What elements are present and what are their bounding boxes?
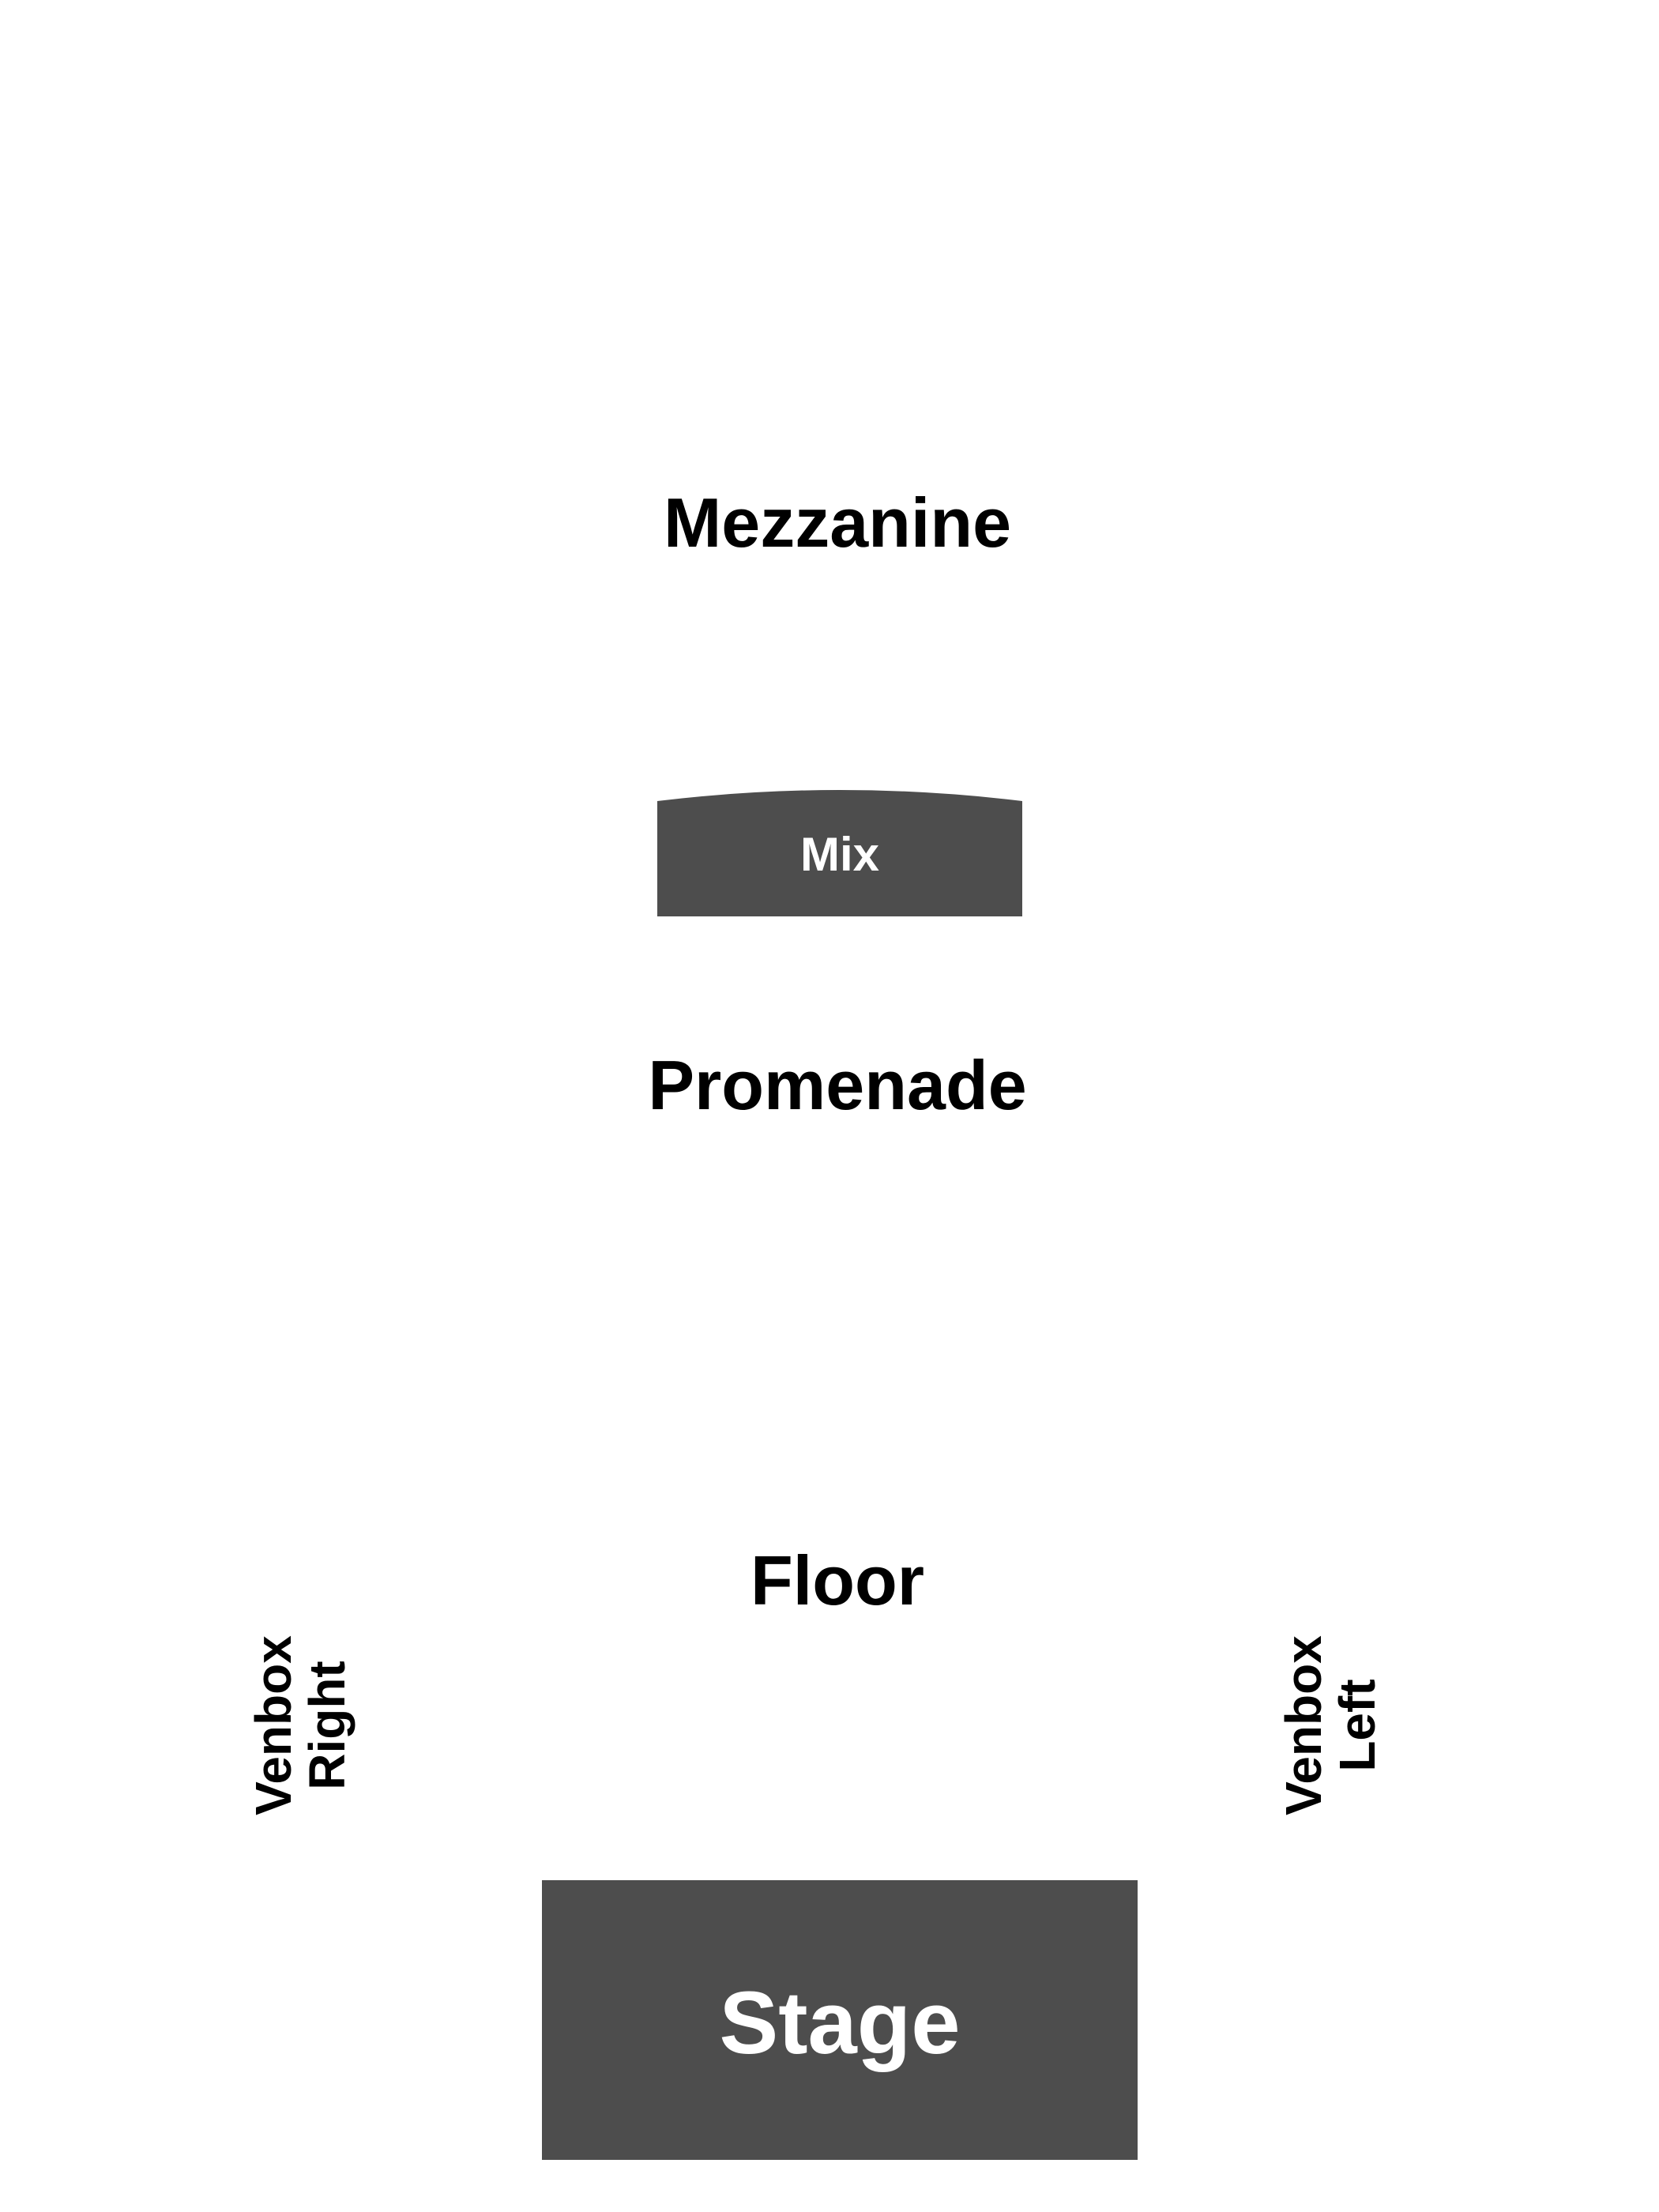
mix-booth: Mix: [657, 790, 1022, 916]
section-promenade[interactable]: Promenade: [648, 1046, 1027, 1124]
section-venbox-right[interactable]: Venbox Right: [245, 1631, 356, 1820]
mix-booth-label: Mix: [799, 828, 880, 881]
section-floor[interactable]: Floor: [750, 1541, 924, 1620]
venbox-right-line2: Right: [299, 1661, 356, 1790]
stage-shape: [542, 1880, 1138, 2160]
stage: Stage: [542, 1880, 1138, 2160]
venbox-left-line1: Venbox: [1275, 1635, 1332, 1815]
stage-label: Stage: [719, 1973, 961, 2072]
venbox-right-line1: Venbox: [245, 1635, 302, 1815]
mix-booth-shape: [657, 790, 1022, 916]
section-venbox-left[interactable]: Venbox Left: [1275, 1631, 1386, 1820]
section-mezzanine[interactable]: Mezzanine: [663, 483, 1012, 562]
venbox-left-line2: Left: [1329, 1679, 1386, 1772]
